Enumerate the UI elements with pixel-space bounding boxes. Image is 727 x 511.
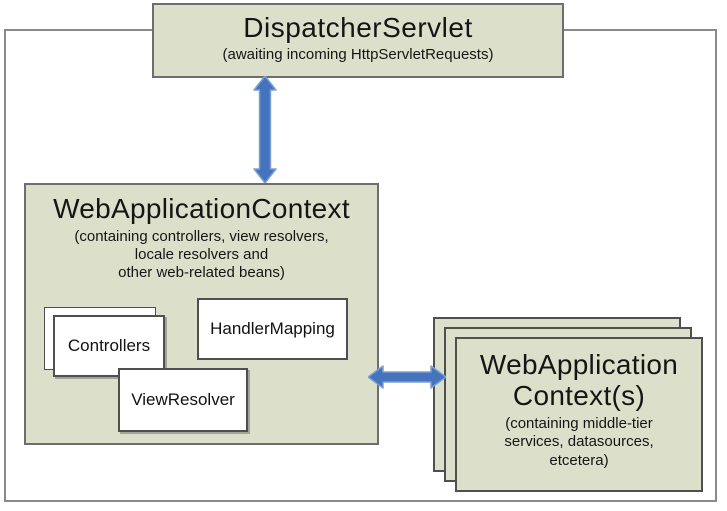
web-application-contexts-title: WebApplication Context(s) [457,349,701,412]
dispatcher-servlet-subtitle: (awaiting incoming HttpServletRequests) [222,45,494,63]
controllers-label: Controllers [67,336,151,355]
subtitle-line: etcetera) [549,452,609,470]
dispatcher-servlet-box: DispatcherServlet (awaiting incoming Htt… [152,3,564,78]
controllers-box: Controllers [53,315,165,377]
subtitle-line: (containing controllers, view resolvers, [74,227,329,245]
view-resolver-box: ViewResolver [118,368,248,432]
web-application-context-subtitle: (containing controllers, view resolvers,… [26,228,377,283]
title-line: Context(s) [512,380,646,412]
web-application-context-title: WebApplicationContext [53,193,350,224]
subtitle-line: locale resolvers and [134,246,269,264]
view-resolver-label: ViewResolver [131,390,235,409]
web-application-contexts-box: WebApplication Context(s) (containing mi… [455,337,703,492]
title-line: WebApplication [479,349,679,380]
horizontal-double-arrow-icon [368,365,446,389]
web-application-contexts-subtitle: (containing middle-tier services, dataso… [457,415,701,471]
handler-mapping-box: HandlerMapping [197,298,348,360]
dispatcher-servlet-title: DispatcherServlet [243,12,473,43]
handler-mapping-label: HandlerMapping [210,319,335,338]
web-application-context-box: WebApplicationContext (containing contro… [24,183,379,445]
subtitle-line: (containing middle-tier [505,414,653,432]
vertical-double-arrow-icon [253,76,277,183]
subtitle-line: services, datasources, [504,433,654,451]
subtitle-line: other web-related beans) [118,264,285,282]
